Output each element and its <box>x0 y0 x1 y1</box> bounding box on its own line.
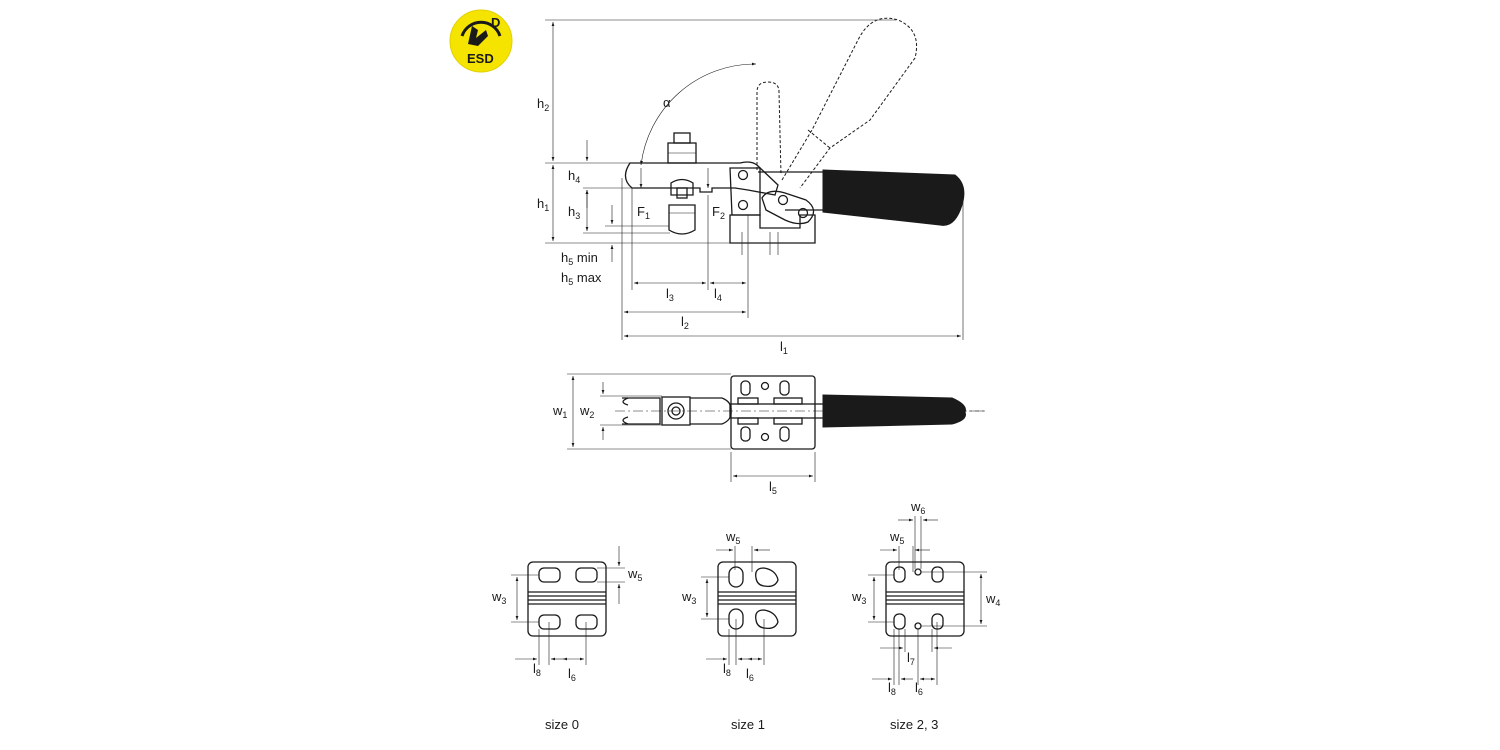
F2-label: F2 <box>712 204 725 221</box>
size23-l8-label: l8 <box>888 680 896 697</box>
handle-tilted-position-dashed <box>781 17 918 189</box>
base-plate-side <box>729 214 816 244</box>
handle-open-position-dashed <box>756 81 782 176</box>
spindle-nut-top-view <box>667 402 685 420</box>
size1-w5-label: w5 <box>725 529 740 546</box>
esd-hand-icon-fill <box>468 26 488 46</box>
side-view: α h2 h1 h4 h3 h5 min h5 max F1 F2 <box>537 17 965 356</box>
top-view: w1 w2 l5 <box>552 373 985 496</box>
h5-max-label: h5 max <box>561 270 602 287</box>
size1-caption: size 1 <box>731 717 765 732</box>
base-variant-size-2-3: w3 w4 w5 w6 l7 l8 l6 size 2, 3 <box>851 499 1000 732</box>
h2-label: h2 <box>537 96 549 113</box>
spindle-tip <box>668 204 696 235</box>
spindle-nut-top <box>673 132 691 144</box>
size23-l6-label: l6 <box>915 680 923 697</box>
esd-lettering: ESD <box>467 51 494 66</box>
size23-w5-label: w5 <box>889 529 904 546</box>
spindle-pressure-pad <box>670 178 694 196</box>
alpha-arc <box>640 62 757 166</box>
base-variant-size-0: w3 w5 l8 l6 size 0 <box>491 546 642 732</box>
size1-w3-label: w3 <box>681 589 696 606</box>
l4-label: l4 <box>714 286 722 303</box>
base-variant-size-1: w3 w5 l8 l6 size 1 <box>681 529 797 732</box>
spindle-thread <box>676 187 688 199</box>
esd-badge: D ESD <box>449 9 513 73</box>
size0-l8-label: l8 <box>533 661 541 678</box>
h3-label: h3 <box>568 204 580 221</box>
esd-class-letter: D <box>491 15 500 30</box>
size0-w5-label: w5 <box>627 566 642 583</box>
size23-l7-label: l7 <box>907 650 915 667</box>
w2-label: w2 <box>579 403 594 420</box>
size1-l6-label: l6 <box>746 666 754 683</box>
clamp-arm <box>624 161 779 196</box>
spindle-block-top <box>661 396 691 426</box>
lever-link <box>758 171 826 211</box>
size1-l8-label: l8 <box>723 661 731 678</box>
l3-label: l3 <box>666 286 674 303</box>
size23-caption: size 2, 3 <box>890 717 938 732</box>
base-plate-top <box>730 375 816 450</box>
h1-label: h1 <box>537 196 549 213</box>
l2-label: l2 <box>681 314 689 331</box>
arm-top <box>622 397 661 425</box>
size23-w6-label: w6 <box>910 499 925 516</box>
size0-caption: size 0 <box>545 717 579 732</box>
size0-l6-label: l6 <box>568 666 576 683</box>
pivot-2 <box>737 199 749 211</box>
size23-w4-label: w4 <box>985 591 1000 608</box>
size0-w3-label: w3 <box>491 589 506 606</box>
alpha-label: α <box>663 95 671 110</box>
l5-label: l5 <box>769 479 777 496</box>
F1-label: F1 <box>637 204 650 221</box>
w1-label: w1 <box>552 403 567 420</box>
handle-grip-top <box>822 394 966 428</box>
l1-label: l1 <box>780 339 788 356</box>
handle-grip <box>822 169 965 226</box>
size23-w3-label: w3 <box>851 589 866 606</box>
h4-label: h4 <box>568 168 580 185</box>
pivot-1 <box>737 169 749 181</box>
h5-min-label: h5 min <box>561 250 598 267</box>
pivot-4 <box>797 207 809 219</box>
esd-hand-icon <box>460 20 502 37</box>
pivot-3 <box>777 194 789 206</box>
link-plate <box>761 190 815 225</box>
